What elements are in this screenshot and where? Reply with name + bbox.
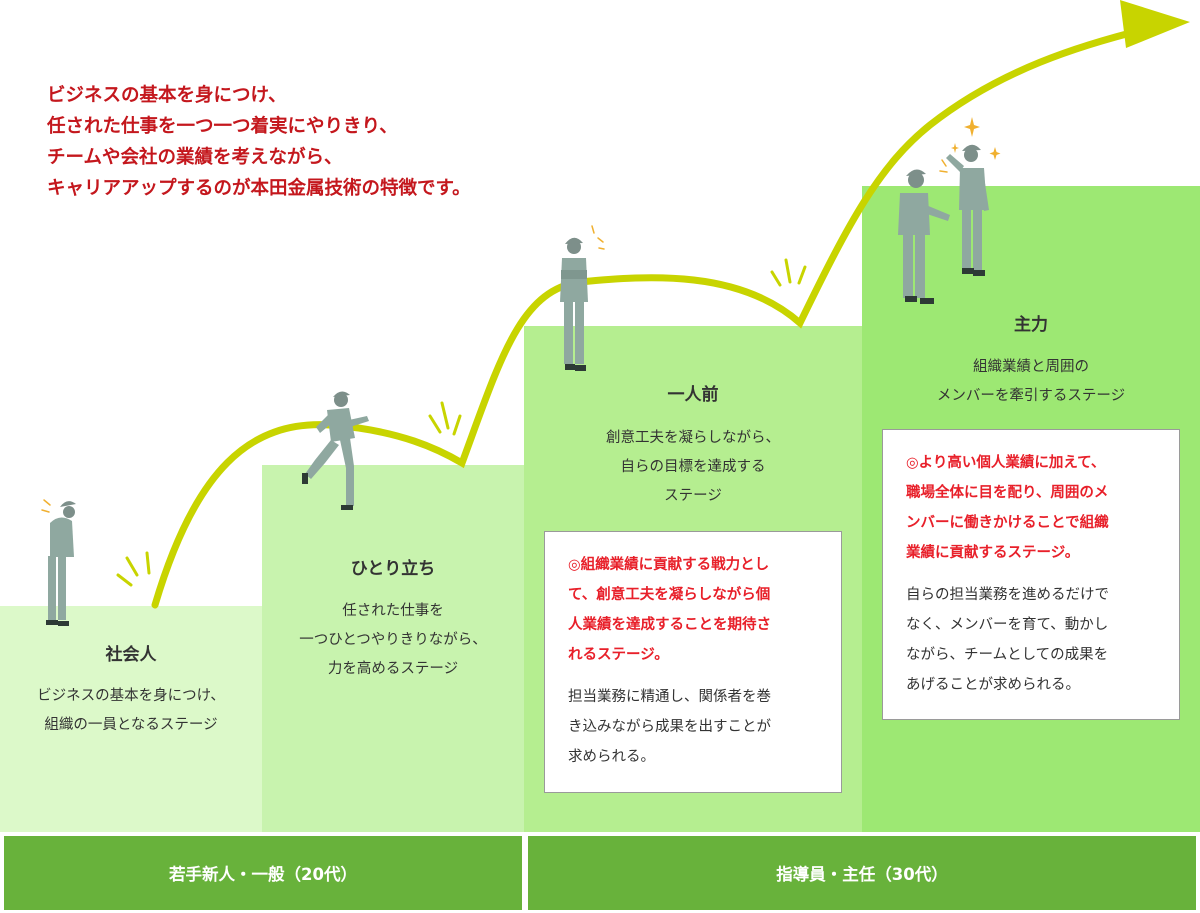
box-highlight-text: ◎組織業績に貢献する戦力とし て、創意工夫を凝らしながら個 人業績を達成すること… <box>568 550 823 670</box>
growth-curve <box>151 24 1154 609</box>
stage-title: 一人前 <box>667 385 719 405</box>
box-line: 担当業務に精通し、関係者を巻 <box>568 689 771 705</box>
stage-desc-line: ステージ <box>664 488 722 504</box>
box-line: き込みながら成果を出すことが <box>568 719 771 735</box>
box-line: 業績に貢献するステージ。 <box>906 545 1080 561</box>
box-body-text: 担当業務に精通し、関係者を巻 き込みながら成果を出すことが 求められる。 <box>568 682 823 772</box>
box-line: なく、メンバーを育て、動かし <box>906 617 1109 633</box>
worker-pointing-figure <box>898 169 950 304</box>
stage-desc-line: 力を高めるステージ <box>327 661 459 677</box>
stage-description: 創意工夫を凝らしながら、 自らの目標を達成する ステージ <box>524 424 862 511</box>
box-line: 自らの担当業務を進めるだけで <box>906 587 1109 603</box>
box-line: 求められる。 <box>568 749 655 765</box>
intro-text: ビジネスの基本を身につけ、 任された仕事を一つ一つ着実にやりきり、 チームや会社… <box>47 80 471 204</box>
intro-line: チームや会社の業績を考えながら、 <box>47 147 343 168</box>
age-band-30s: 指導員・主任（30代） <box>528 836 1196 910</box>
intro-line: ビジネスの基本を身につけ、 <box>47 85 287 106</box>
box-line: て、創意工夫を凝らしながら個 <box>568 587 771 603</box>
worker-standing-figure <box>560 237 588 371</box>
box-highlight-text: ◎より高い個人業績に加えて、 職場全体に目を配り、周囲のメ ンバーに働きかけるこ… <box>906 448 1161 568</box>
sparkle-icon <box>428 401 462 436</box>
stage-description: 任された仕事を 一つひとつやりきりながら、 力を高めるステージ <box>262 597 524 684</box>
box-line: ◎組織業績に貢献する戦力とし <box>568 557 770 573</box>
attention-mark-icon <box>41 159 948 513</box>
sparkle-star-icon <box>951 117 1001 160</box>
box-line: 職場全体に目を配り、周囲のメ <box>906 485 1109 501</box>
stage-description: 組織業績と周囲の メンバーを牽引するステージ <box>862 353 1200 411</box>
box-line: 人業績を達成することを期待さ <box>568 617 771 633</box>
box-body-text: 自らの担当業務を進めるだけで なく、メンバーを育て、動かし ながら、チームとして… <box>906 580 1161 700</box>
stage-desc-line: 一つひとつやりきりながら、 <box>299 632 487 648</box>
stage-title: 社会人 <box>105 645 157 665</box>
stage-detail-box: ◎組織業績に貢献する戦力とし て、創意工夫を凝らしながら個 人業績を達成すること… <box>544 531 842 793</box>
box-line: ながら、チームとしての成果を <box>906 647 1109 663</box>
intro-line: 任された仕事を一つ一つ着実にやりきり、 <box>47 116 398 137</box>
sparkle-icon <box>116 551 151 587</box>
stage-desc-line: 組織業績と周囲の <box>973 359 1089 375</box>
stage-desc-line: ビジネスの基本を身につけ、 <box>37 688 225 704</box>
stage-desc-line: 組織の一員となるステージ <box>44 717 218 733</box>
worker-bowing-figure <box>46 501 76 626</box>
stage-step-hitoridachi: ひとり立ち 任された仕事を 一つひとつやりきりながら、 力を高めるステージ <box>262 465 524 832</box>
worker-cheering-figure <box>946 144 989 276</box>
stage-title: 主力 <box>1014 315 1048 335</box>
stage-step-shuryoku: 主力 組織業績と周囲の メンバーを牽引するステージ ◎より高い個人業績に加えて、… <box>862 186 1200 832</box>
stage-description: ビジネスの基本を身につけ、 組織の一員となるステージ <box>0 682 262 740</box>
stage-detail-box: ◎より高い個人業績に加えて、 職場全体に目を配り、周囲のメ ンバーに働きかけるこ… <box>882 429 1180 720</box>
stage-desc-line: メンバーを牽引するステージ <box>936 388 1126 404</box>
stage-step-ichininmae: 一人前 創意工夫を凝らしながら、 自らの目標を達成する ステージ ◎組織業績に貢… <box>524 326 862 832</box>
box-line: あげることが求められる。 <box>906 677 1080 693</box>
age-band-20s: 若手新人・一般（20代） <box>4 836 522 910</box>
intro-line: キャリアアップするのが本田金属技術の特徴です。 <box>47 178 471 199</box>
stage-desc-line: 自らの目標を達成する <box>620 459 766 475</box>
stage-step-shakaijin: 社会人 ビジネスの基本を身につけ、 組織の一員となるステージ <box>0 606 262 832</box>
worker-running-figure <box>302 391 369 510</box>
growth-arrow-head-icon <box>1120 0 1190 48</box>
stage-desc-line: 任された仕事を <box>342 603 444 619</box>
box-line: ンバーに働きかけることで組織 <box>906 515 1109 531</box>
stage-desc-line: 創意工夫を凝らしながら、 <box>606 430 780 446</box>
sparkle-icon <box>770 258 807 287</box>
box-line: ◎より高い個人業績に加えて、 <box>906 455 1106 471</box>
box-line: れるステージ。 <box>568 647 669 663</box>
stage-title: ひとり立ち <box>350 559 436 579</box>
